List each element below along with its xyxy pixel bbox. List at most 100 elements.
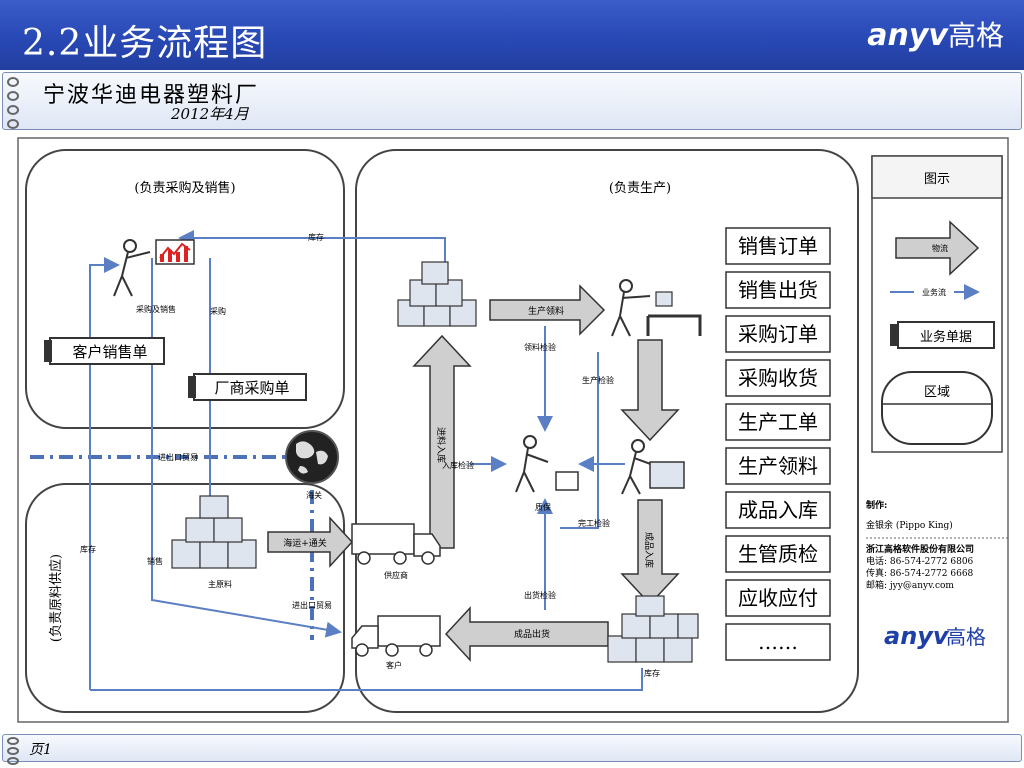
arrow-finished-ship xyxy=(444,606,609,662)
credit-email: 邮箱: jyy@anyv.com xyxy=(866,579,954,591)
document-label: …… xyxy=(758,630,798,654)
document-box xyxy=(725,271,831,309)
stock-top-label: 库存 xyxy=(308,232,324,242)
legend-title: 图示 xyxy=(924,172,950,187)
document-box xyxy=(725,535,831,573)
raw-material-label: 主原料 xyxy=(208,579,232,589)
customer-order-label: 客户销售单 xyxy=(72,343,147,361)
arrow-ship-customs xyxy=(267,516,354,568)
material-inspect-label: 领料检验 xyxy=(524,342,556,352)
customs-label: 海关 xyxy=(306,490,322,500)
arrow-incoming xyxy=(412,334,472,549)
ship-inspect-label: 出货检验 xyxy=(524,590,556,600)
document-label: 应收应付 xyxy=(738,586,818,610)
legend-region-shape xyxy=(881,371,993,445)
document-box xyxy=(725,315,831,353)
document-box xyxy=(725,227,831,265)
credit-phone: 电话: 86-574-2772 6806 xyxy=(866,555,974,567)
document-label: 成品入库 xyxy=(738,498,818,522)
brand-logo-en: anyv xyxy=(867,18,948,53)
supplier-truck-icon xyxy=(351,523,441,565)
legend-region-label: 区域 xyxy=(924,385,950,400)
legend-flow-arrow-icon xyxy=(895,220,980,276)
credit-brand-cn: 高格 xyxy=(946,625,986,649)
document-box xyxy=(725,447,831,485)
document-box xyxy=(725,403,831,441)
credit-fax: 传真: 86-574-2772 6668 xyxy=(866,567,974,579)
logistics-arrows xyxy=(267,284,680,662)
arrow-production-material xyxy=(489,284,606,336)
person-quality-icon xyxy=(515,435,579,493)
sales-chart-icon xyxy=(155,239,195,265)
company-banner: 宁波华迪电器塑料厂 2012年4月 xyxy=(2,72,1022,130)
footer-binder-rings-icon xyxy=(7,737,19,767)
legend-business-flow-label: 业务流 xyxy=(922,287,946,297)
company-name: 宁波华迪电器塑料厂 xyxy=(43,83,260,108)
slide-footer: 页1 xyxy=(2,734,1022,765)
document-label: 销售订单 xyxy=(738,234,818,258)
credit-made-by: 制作: xyxy=(866,499,887,511)
legend-doc-ring-icon xyxy=(890,324,898,346)
document-box xyxy=(725,491,831,529)
document-list: 销售订单销售出货采购订单采购收货生产工单生产领料成品入库生管质检应收应付…… xyxy=(725,227,831,661)
inventory-boxes xyxy=(171,261,699,663)
document-label: 生产工单 xyxy=(738,410,818,434)
credit-brand-en: anyv xyxy=(884,622,950,650)
arrow-down-top xyxy=(620,339,680,442)
document-box xyxy=(725,579,831,617)
quality-label: 质保 xyxy=(535,502,551,512)
box-stack-finished-icon xyxy=(607,595,699,663)
credit-company: 浙江高格软件股份有限公司 xyxy=(866,543,974,555)
slide-header: 2.2业务流程图 anyv高格 xyxy=(0,0,1024,70)
document-label: 采购收货 xyxy=(738,366,818,390)
region-label-purchase-sales: (负责采购及销售) xyxy=(134,180,235,196)
person-sales-icon xyxy=(113,239,151,297)
brand-logo: anyv高格 xyxy=(867,14,1004,54)
incoming-label: 进料入库 xyxy=(435,427,447,463)
in-inspect-label: 入库检验 xyxy=(442,460,474,470)
credit-author: 金银余 (Pippo King) xyxy=(866,519,953,531)
supplier-label: 供应商 xyxy=(384,570,408,580)
complete-inspect-label: 完工检验 xyxy=(578,518,610,528)
ship-customs-label: 海运+通关 xyxy=(283,537,327,549)
banner-date: 2012年4月 xyxy=(171,105,249,123)
customer-truck-icon xyxy=(351,615,441,657)
credit-brand-logo: anyv 高格 xyxy=(884,622,986,650)
finished-in-label: 成品入库 xyxy=(643,532,655,568)
region-supply xyxy=(25,483,345,713)
legend-doc-label: 业务单据 xyxy=(920,329,972,345)
production-material-label: 生产领料 xyxy=(528,305,564,317)
finished-ship-label: 成品出货 xyxy=(514,628,550,640)
arrow-finished-in xyxy=(620,499,680,606)
production-inspect-label: 生产检验 xyxy=(582,375,614,385)
person-production-icon xyxy=(611,279,702,337)
box-stack-raw-material-icon xyxy=(171,495,257,569)
customer-label: 客户 xyxy=(386,660,402,670)
document-box xyxy=(725,623,831,661)
region-label-supply: (负责原料供应) xyxy=(48,554,64,642)
customer-order-doc: 客户销售单 xyxy=(44,337,165,365)
region-label-production: (负责生产) xyxy=(609,181,671,196)
purchase-label: 采购 xyxy=(210,306,226,316)
document-label: 采购订单 xyxy=(738,322,818,346)
legend-business-flow-bg xyxy=(914,286,954,296)
document-label: 销售出货 xyxy=(738,278,818,302)
purchase-sales-label: 采购及销售 xyxy=(136,304,176,314)
trade-line-label: 进出口贸易 xyxy=(158,452,198,462)
vendor-order-doc: 厂商采购单 xyxy=(188,373,307,401)
page-number: 页1 xyxy=(29,742,52,758)
brand-logo-cn: 高格 xyxy=(947,19,1004,52)
stock-bottom-label: 库存 xyxy=(644,668,660,678)
person-packing-icon xyxy=(621,439,685,495)
slide-title: 2.2业务流程图 xyxy=(22,23,268,64)
stock-left-label: 库存 xyxy=(80,544,96,554)
box-stack-production-icon xyxy=(397,261,477,327)
legend-header xyxy=(871,155,1003,199)
import-export-label: 进出口贸易 xyxy=(292,600,332,610)
legend-flow-label: 物流 xyxy=(932,243,948,253)
binder-rings-icon xyxy=(7,77,19,133)
vendor-order-label: 厂商采购单 xyxy=(214,379,289,397)
document-box xyxy=(725,359,831,397)
sales-label: 销售 xyxy=(147,556,163,566)
